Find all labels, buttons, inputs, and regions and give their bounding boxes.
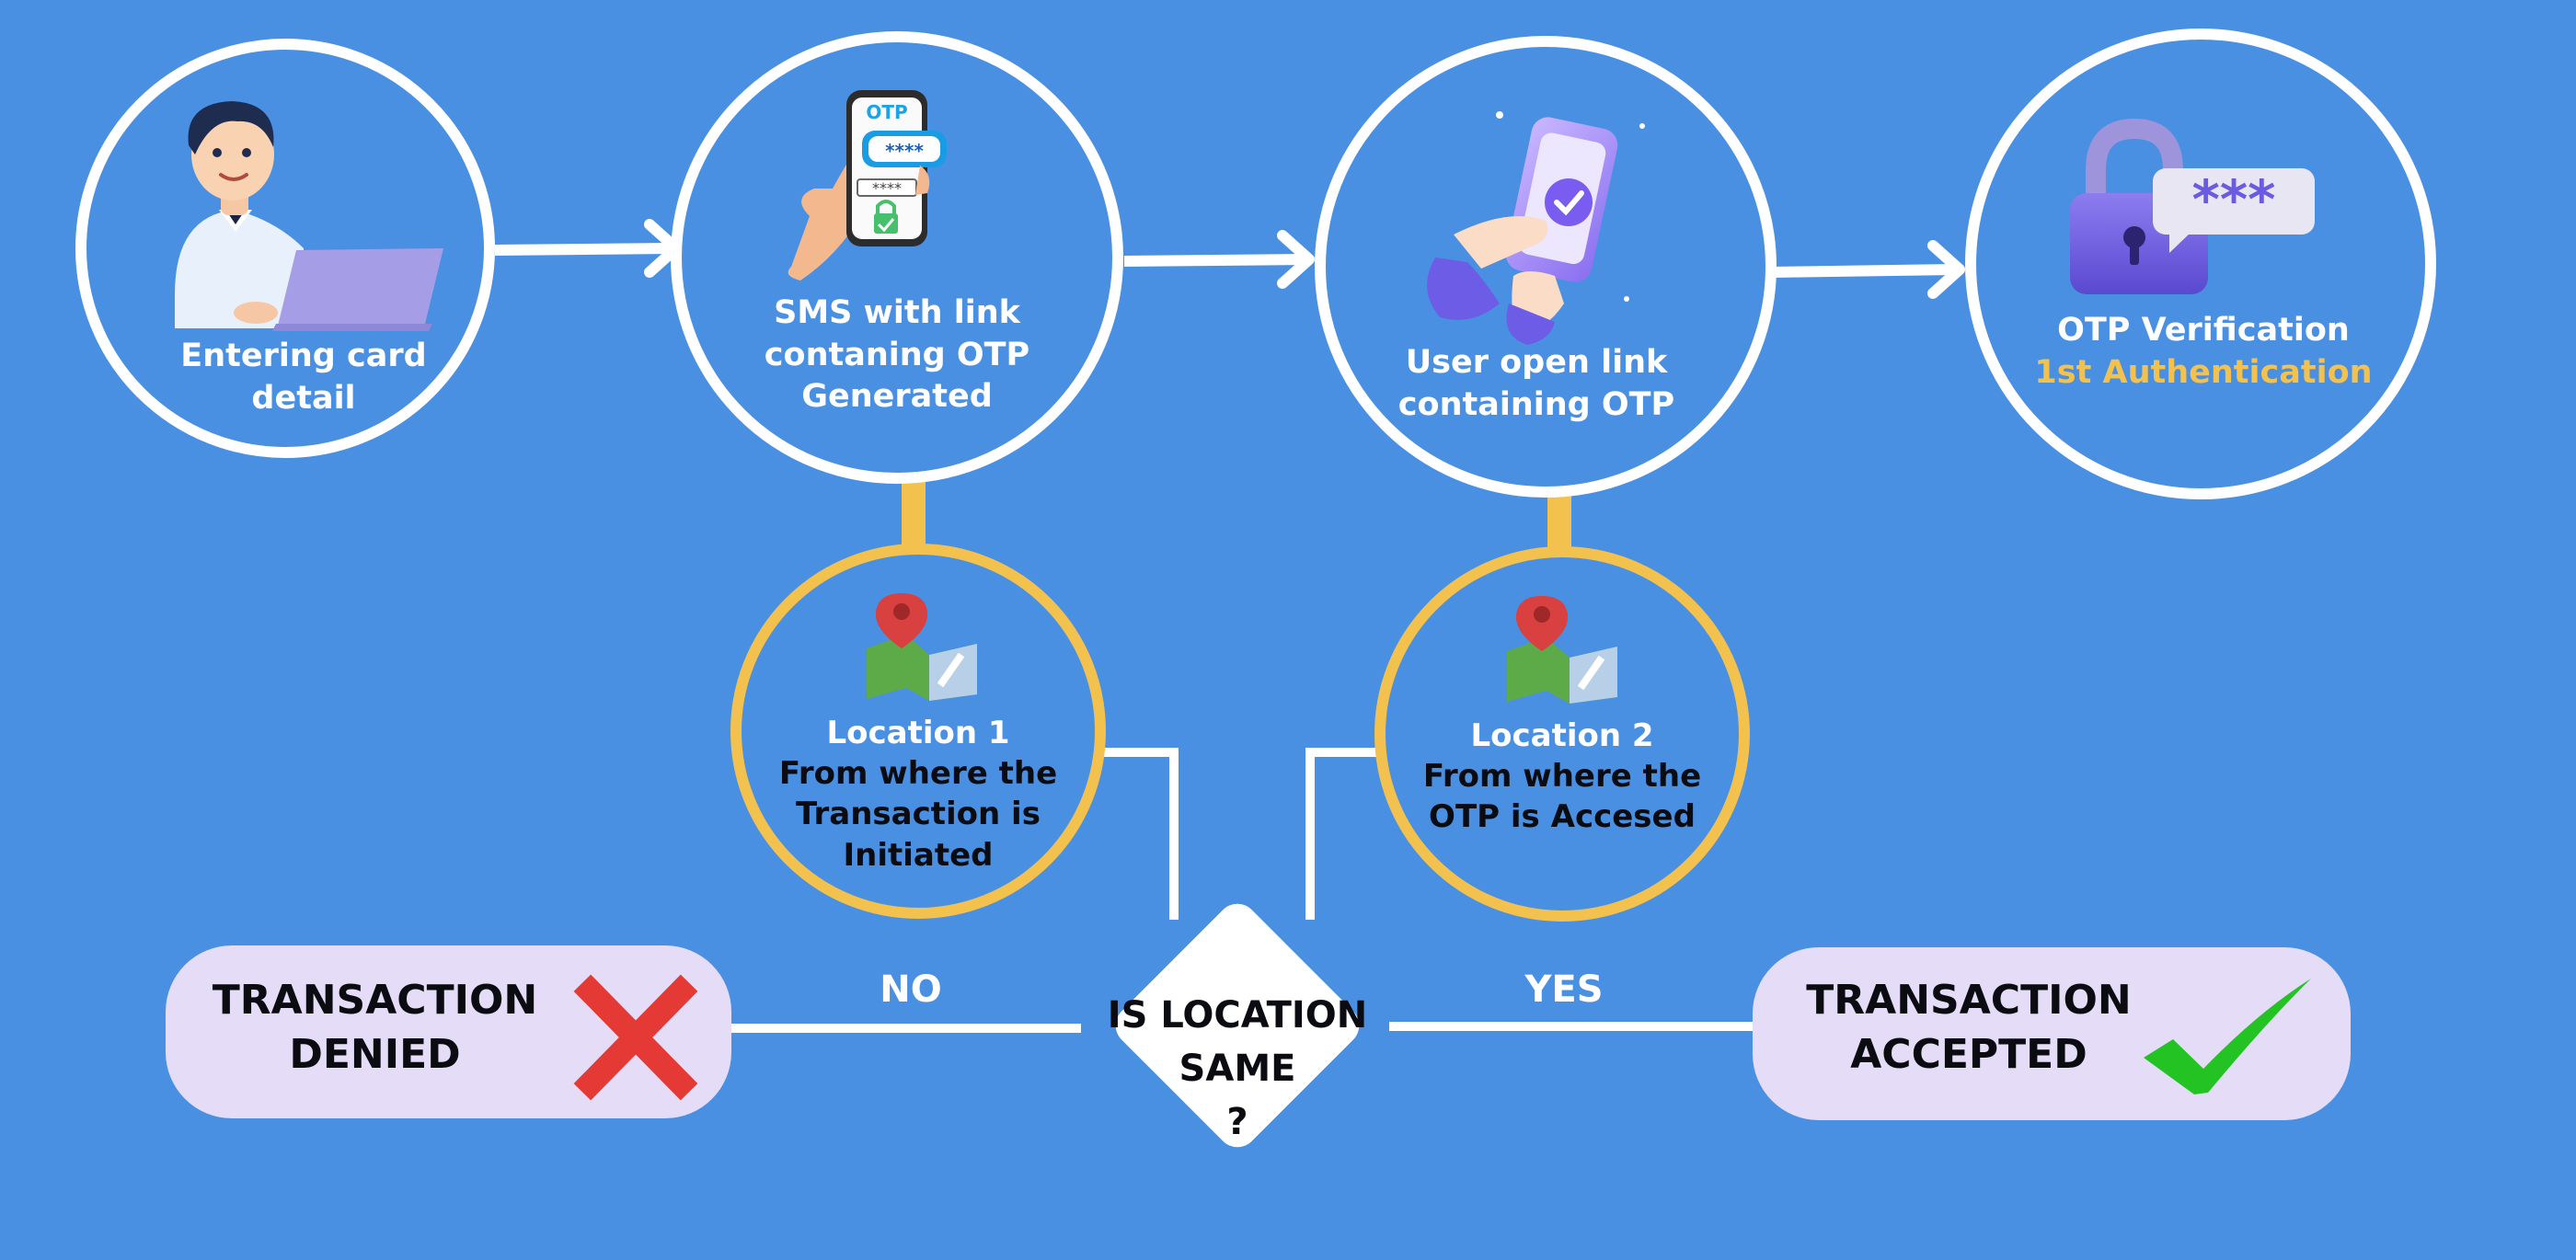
outcome-text-accepted: TRANSACTION ACCEPTED [1806,977,2132,1079]
branch-label-no: NO [880,968,942,1011]
location-label-1: Location 1 From where the Transaction is… [778,715,1058,874]
arrow-sms-to-openlink [1123,230,1315,289]
connector-location1-decision [1104,748,1179,920]
padlock-password-icon: *** [2070,118,2315,294]
step-label-verification: OTP Verification 1st Authentication [2034,312,2373,391]
svg-text:***: *** [2192,168,2276,231]
arrow-openlink-to-verification [1770,240,1965,299]
map-pin-icon [867,593,977,701]
decision-label: IS LOCATION SAME ? [1107,994,1368,1143]
otp-phone-icon: OTP **** **** [788,90,947,281]
decision-diamond [1115,903,1360,1148]
svg-text:OTP: OTP [866,101,907,123]
step-label-card: Entering card detail [180,338,427,417]
arrow-card-to-sms [494,219,682,278]
connector-sms-location1 [902,478,926,547]
cross-icon [573,974,698,1101]
outcome-text-denied: TRANSACTION DENIED [212,977,538,1079]
step-circle-sms [671,31,1123,484]
location-circle-2 [1374,546,1750,922]
branch-label-yes: YES [1524,968,1604,1011]
map-pin-icon [1507,596,1617,704]
svg-text:****: **** [872,179,902,197]
step-label-open-link: User open link containing OTP [1397,344,1675,423]
connector-openlink-location2 [1547,487,1571,552]
phone-tap-icon [1427,111,1645,345]
svg-text:****: **** [885,140,924,162]
location-label-2: Location 2 From where the OTP is Accesed [1422,717,1702,836]
connector-location2-decision [1305,748,1377,920]
user-laptop-icon [175,101,443,331]
step-label-sms: SMS with link contaning OTP Generated [764,294,1030,415]
checkmark-icon [2144,979,2311,1094]
location-circle-1 [730,544,1106,919]
